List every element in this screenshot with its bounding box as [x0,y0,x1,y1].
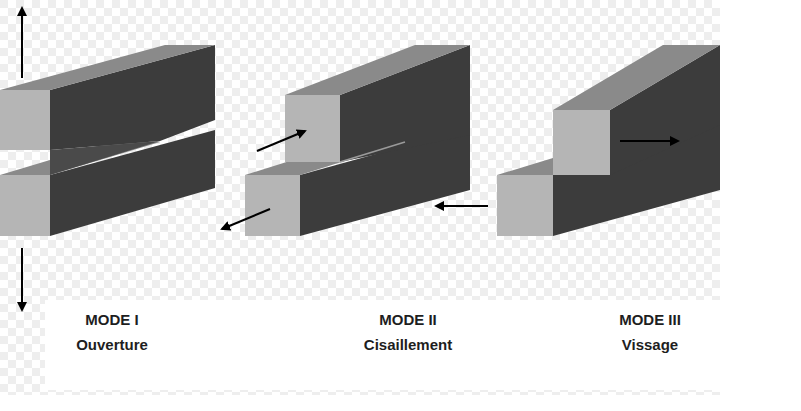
mode-ii-block [222,45,470,236]
mode-name: Vissage [622,336,678,354]
mode-name: Ouverture [76,336,148,354]
mode-title: MODE I [85,311,138,329]
checker-background [0,0,720,395]
mode-title: MODE III [619,311,681,329]
mode-title: MODE II [379,311,437,329]
mode-iii-block [436,45,720,236]
label-band [45,300,720,390]
mode-name: Cisaillement [364,336,452,354]
mode-i-block [0,8,215,310]
